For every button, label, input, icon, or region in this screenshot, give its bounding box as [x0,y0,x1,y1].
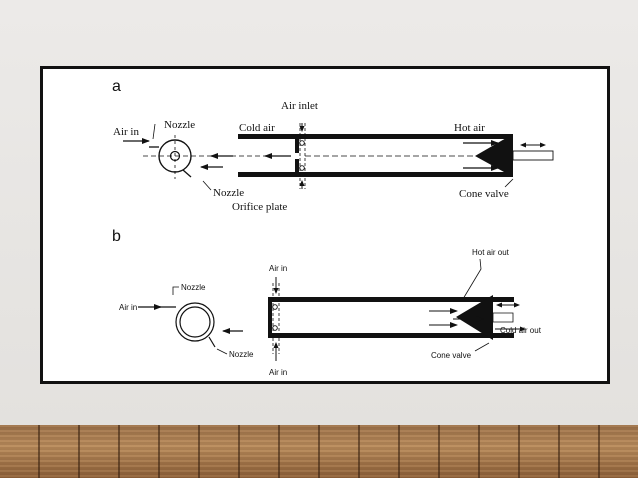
panel-b-air-in-bottom-label: Air in [269,368,287,377]
panel-b-nozzle-top-label: Nozzle [181,283,206,292]
diagram-frame: a Air in Nozzle Nozzle [40,66,610,384]
panel-b-air-in-top-label: Air in [269,264,287,273]
panel-a-air-inlet-label: Air inlet [281,100,318,112]
panel-a-tube [210,123,554,189]
panel-a-orifice-plate-label: Orifice plate [232,201,287,213]
panel-b-cold-air-out-label: Cold air out [500,326,542,335]
panel-b-tube [268,258,526,361]
panel-a-air-in-label: Air in [113,126,139,138]
panel-a-letter: a [112,78,121,95]
panel-a-nozzle-bottom-label: Nozzle [213,187,244,199]
wooden-floor [0,425,638,478]
panel-b-nozzle-bottom-leader [216,348,228,355]
panel-a-cone-valve-label: Cone valve [459,188,509,200]
panel-a-nozzle-top-leader [152,123,156,140]
panel-b-letter: b [112,228,121,245]
panel-b-nozzle-bottom-label: Nozzle [229,350,254,359]
panel-b-hot-air-out-label: Hot air out [472,248,510,257]
panel-b-cone-valve-label: Cone valve [431,351,472,360]
panel-a-nozzle-bottom-leader [202,180,212,191]
panel-a-hot-air-label: Hot air [454,122,485,134]
panel-b-air-in-left-label: Air in [119,303,137,312]
vortex-tube-diagram: a Air in Nozzle Nozzle [112,78,554,377]
panel-b-nozzle [138,286,243,348]
panel-a-cold-air-label: Cold air [239,122,275,134]
panel-a-nozzle-top-label: Nozzle [164,119,195,131]
